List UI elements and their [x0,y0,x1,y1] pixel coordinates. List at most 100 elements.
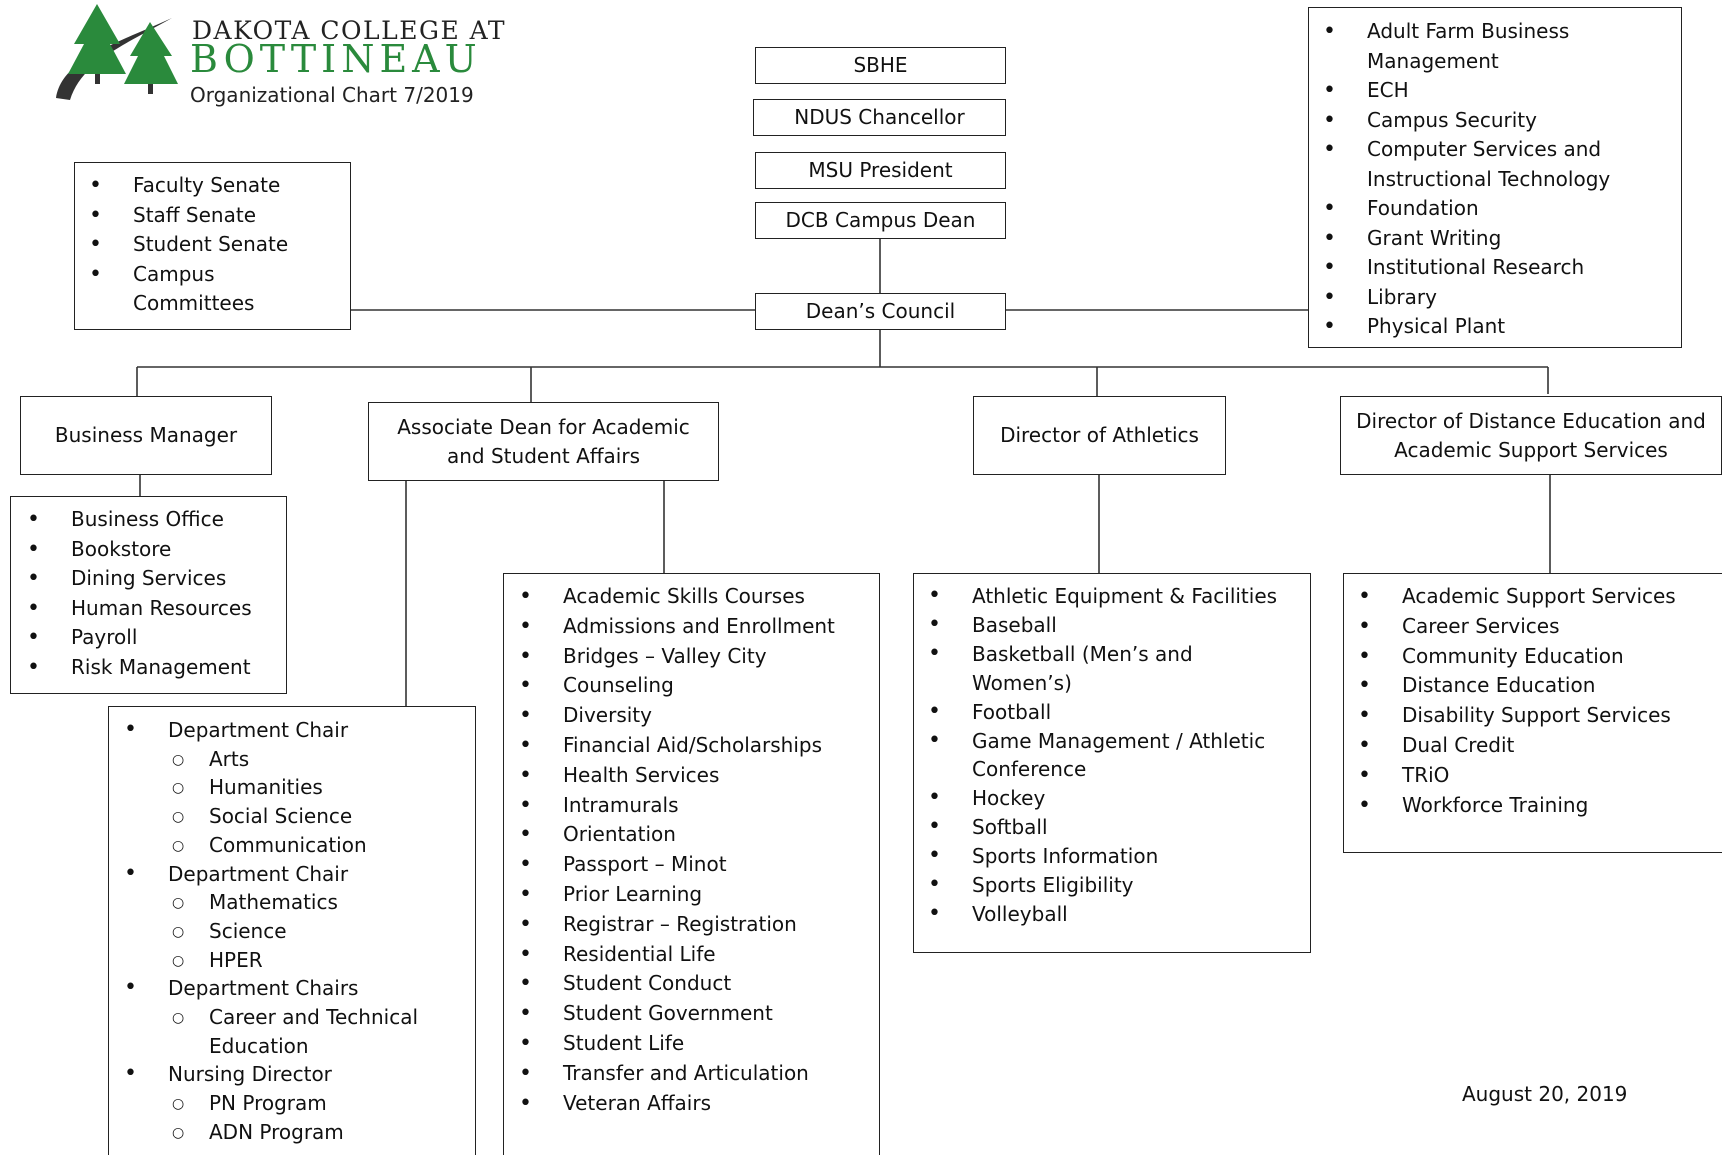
department-sub-item: PN Program [172,1089,475,1118]
item-label: Dual Credit [1402,732,1515,757]
item-label: Counseling [563,673,674,698]
item-label: Campus Committees [133,261,255,316]
item-label: Orientation [563,822,676,847]
item-label: Grant Writing [1367,225,1502,250]
list-item: Athletic Equipment & Facilities [928,582,1310,611]
list-item: Career Services [1358,612,1722,642]
item-label: Student Government [563,1001,773,1026]
department-sub-item: Mathematics [172,888,475,917]
dean-unit-item: Foundation [1323,194,1681,224]
dean-unit-item: ECH [1323,76,1681,106]
item-label: Student Senate [133,232,289,256]
list-item: TRiO [1358,761,1722,791]
item-label: Registrar – Registration [563,911,797,936]
item-label: Sports Eligibility [972,873,1134,898]
item-label: PN Program [209,1091,327,1116]
item-label: ECH [1367,78,1409,102]
college-logo-icon [56,4,178,100]
item-label: Human Resources [71,595,252,620]
departments-box: Department Chair Arts Humanities Social … [108,706,476,1155]
item-label: Communication [209,832,367,857]
item-label: Intramurals [563,792,679,817]
list-item: Dining Services [27,564,286,594]
list-item: Passport – Minot [519,850,879,880]
dean-unit-item: Adult Farm Business Management [1323,17,1597,76]
item-label: Dean’s Council [805,299,956,323]
department-item: Department Chairs Career and Technical E… [124,974,475,1060]
item-label: Physical Plant [1367,314,1506,338]
department-sub-item: Social Science [172,802,475,831]
list-item: Basketball (Men’s and Women’s) [928,640,1212,698]
list-item: Game Management / Athletic Conference [928,727,1292,785]
item-label: Institutional Research [1367,255,1585,279]
node-sbhe: SBHE [755,47,1006,84]
department-sub-item: ADN Program [172,1118,475,1147]
item-label: Basketball (Men’s and Women’s) [972,641,1193,695]
item-label: Career Services [1402,613,1560,638]
list-item: Academic Support Services [1358,582,1722,612]
college-name-line2: BOTTINEAU [190,37,482,81]
item-label: Transfer and Articulation [563,1060,809,1085]
chart-date: August 20, 2019 [1462,1082,1628,1106]
department-item: Department Chair Mathematics Science HPE… [124,860,475,976]
item-label: Associate Dean for Academic and Student … [397,414,690,468]
dean-units-box: Adult Farm Business Management ECH Campu… [1308,7,1682,348]
item-label: Bookstore [71,536,172,561]
item-label: Distance Education [1402,673,1596,698]
dean-unit-item: Institutional Research [1323,253,1681,283]
item-label: Sports Information [972,844,1159,869]
item-label: Library [1367,284,1437,309]
item-label: Science [209,918,287,943]
item-label: Director of Distance Education and Acade… [1356,408,1706,462]
list-item: Health Services [519,761,879,791]
item-label: Social Science [209,804,353,829]
item-label: NDUS Chancellor [794,105,965,129]
student-affairs-list: Academic Skills Courses Admissions and E… [503,573,880,1155]
node-business-manager: Business Manager [20,396,272,475]
list-item: Student Government [519,999,879,1029]
list-item: Diversity [519,701,879,731]
item-label: Dining Services [71,566,227,590]
dean-unit-item: Computer Services and Instructional Tech… [1323,135,1637,194]
list-item: Disability Support Services [1358,701,1722,731]
list-item: Residential Life [519,940,879,970]
item-label: Business Office [71,507,224,531]
item-label: Disability Support Services [1402,703,1671,728]
item-label: Prior Learning [563,881,703,906]
list-item: Payroll [27,623,286,653]
college-name-line1: DAKOTA COLLEGE AT [192,16,507,45]
node-msu-president: MSU President [755,152,1006,189]
item-label: Department Chairs [168,976,359,1001]
dean-unit-item: Grant Writing [1323,224,1681,254]
list-item: Academic Skills Courses [519,582,879,612]
item-label: HPER [209,947,263,972]
node-dcb-campus-dean: DCB Campus Dean [755,202,1006,239]
item-label: Diversity [563,703,652,728]
item-label: Veteran Affairs [563,1090,712,1115]
item-label: TRiO [1402,762,1450,787]
list-item: Volleyball [928,900,1310,929]
list-item: Veteran Affairs [519,1089,879,1119]
item-label: Director of Athletics [1000,423,1199,447]
governance-box: Faculty Senate Staff Senate Student Sena… [74,162,351,330]
list-item: Risk Management [27,653,286,683]
list-item: Baseball [928,611,1310,640]
department-sub-item: Arts [172,745,475,774]
item-label: Football [972,699,1052,724]
item-label: Nursing Director [168,1062,332,1087]
item-label: Mathematics [209,890,338,915]
list-item: Bookstore [27,535,286,565]
list-item: Business Office [27,505,286,535]
item-label: Bridges – Valley City [563,643,767,668]
item-label: Staff Senate [133,202,257,227]
item-label: Foundation [1367,196,1479,220]
item-label: Academic Support Services [1402,584,1676,608]
item-label: Athletic Equipment & Facilities [972,584,1278,608]
list-item: Workforce Training [1358,791,1722,821]
item-label: Arts [209,746,250,771]
governance-item: Faculty Senate [89,171,350,201]
item-label: Baseball [972,612,1057,637]
department-sub-item: Humanities [172,773,475,802]
list-item: Distance Education [1358,671,1722,701]
